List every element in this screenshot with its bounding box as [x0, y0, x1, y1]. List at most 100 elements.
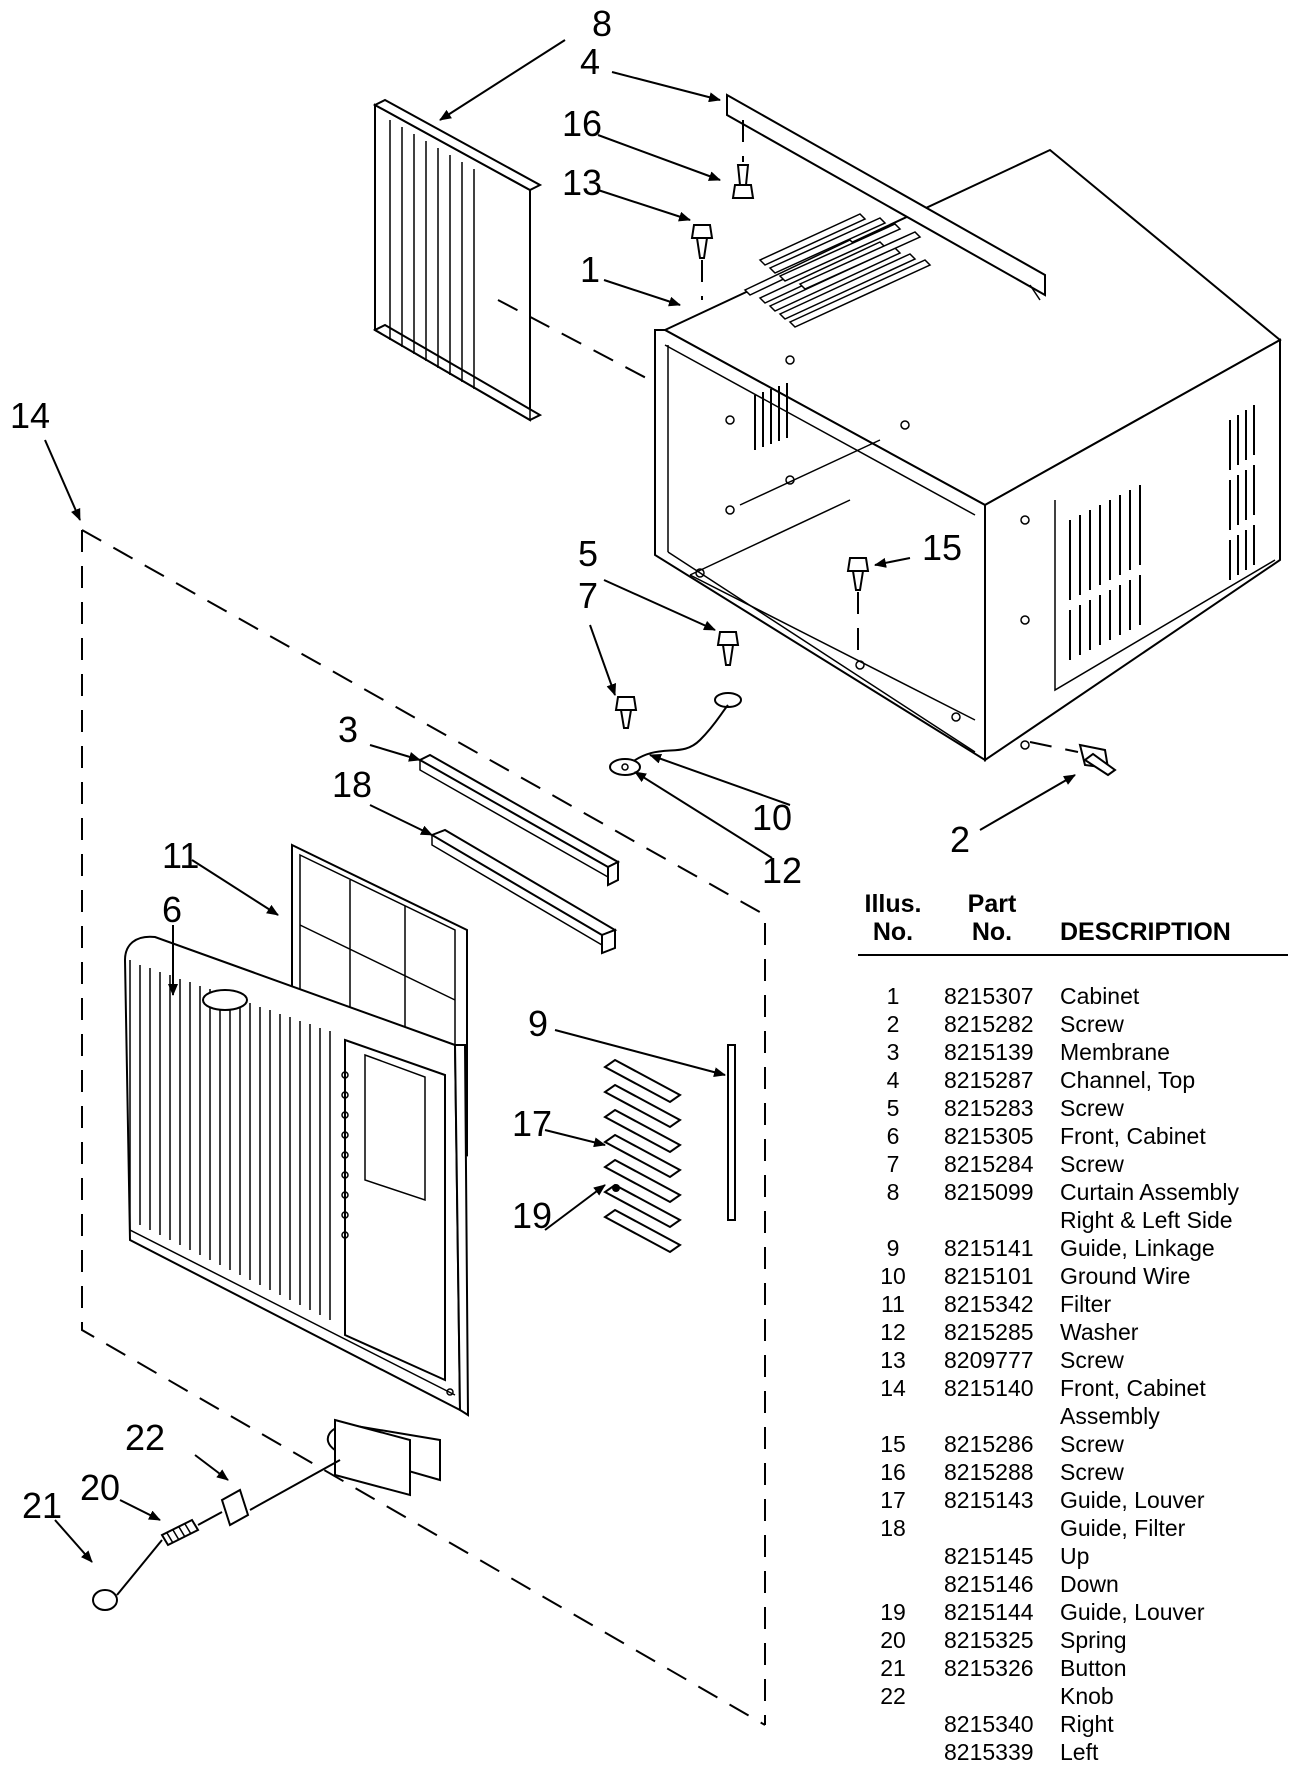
screw-16	[731, 120, 755, 199]
illus-no-cell: 4	[886, 1067, 900, 1093]
description-cell: Button	[1060, 1655, 1127, 1681]
table-row: 3 8215139 Membrane	[858, 1038, 1288, 1066]
parts-table-header: Illus. No. Part No. DESCRIPTION	[858, 890, 1288, 952]
curtain-assembly-part	[372, 98, 543, 422]
description-cell: Down	[1060, 1571, 1119, 1597]
callout-9: 9	[528, 1003, 548, 1044]
front-cabinet-assembly-outline	[81, 529, 766, 1726]
part-no-cell: 8209777	[944, 1347, 1034, 1373]
header-illus-line2: No.	[872, 918, 914, 946]
illus-no-cell: 16	[880, 1459, 906, 1485]
table-row: 8215145 Up	[858, 1542, 1288, 1570]
description-cell: Guide, Louver	[1060, 1599, 1205, 1625]
description-cell: Cabinet	[1060, 983, 1140, 1009]
side-vent-slots	[754, 383, 1276, 692]
part-no-cell: 8215326	[944, 1655, 1034, 1681]
part-no-cell: 8215139	[944, 1039, 1034, 1065]
illus-no-cell: 7	[886, 1151, 900, 1177]
callout-22: 22	[125, 1417, 165, 1458]
callout-13: 13	[562, 162, 602, 203]
callout-6: 6	[162, 889, 182, 930]
screw-13	[690, 224, 714, 300]
callout-21: 21	[22, 1485, 62, 1526]
illus-no-cell: 22	[880, 1683, 906, 1709]
callout-labels: 8 4 16 13 1 14 15 5 7 3 18 10 12 2 11 6 …	[10, 3, 970, 1526]
callout-20: 20	[80, 1467, 120, 1508]
callout-4: 4	[580, 41, 600, 82]
header-rule	[858, 954, 1288, 956]
illus-no-cell: 1	[886, 983, 900, 1009]
table-row: 22 Knob	[858, 1682, 1288, 1710]
callout-1: 1	[580, 249, 600, 290]
illus-no-cell: 14	[880, 1375, 906, 1401]
description-cell: Screw	[1060, 1459, 1124, 1485]
callout-19: 19	[512, 1195, 552, 1236]
front-grille	[139, 965, 331, 1320]
cabinet-part	[654, 148, 1282, 762]
description-cell: Ground Wire	[1060, 1263, 1191, 1289]
description-cell: Guide, Louver	[1060, 1487, 1205, 1513]
illus-no-cell: 18	[880, 1515, 906, 1541]
description-cell: Spring	[1060, 1627, 1127, 1653]
filter-guide-part	[429, 828, 618, 955]
description-cell: Right	[1060, 1711, 1114, 1737]
part-no-cell: 8215145	[944, 1543, 1034, 1569]
table-row: 8215146 Down	[858, 1570, 1288, 1598]
illus-no-cell: 8	[886, 1179, 900, 1205]
part-no-cell: 8215284	[944, 1151, 1034, 1177]
screw-5	[714, 631, 742, 708]
illus-no-cell: 19	[880, 1599, 906, 1625]
callout-2: 2	[950, 819, 970, 860]
leader-lines	[44, 39, 1076, 1563]
screw-2	[1029, 741, 1117, 777]
part-no-cell: 8215339	[944, 1739, 1034, 1765]
part-no-cell: 8215141	[944, 1235, 1034, 1261]
illus-no-cell: 20	[880, 1627, 906, 1653]
top-vent-slots	[743, 213, 932, 328]
illus-no-cell: 17	[880, 1487, 906, 1513]
callout-15: 15	[922, 527, 962, 568]
header-part-line1: Part	[967, 890, 1017, 918]
description-cell: Guide, Filter	[1060, 1515, 1186, 1541]
description-cell: Up	[1060, 1543, 1090, 1569]
screw-7	[614, 696, 638, 729]
table-row: Assembly	[858, 1402, 1288, 1430]
description-cell: Knob	[1060, 1683, 1114, 1709]
part-no-cell: 8215146	[944, 1571, 1034, 1597]
illus-no-cell: 3	[886, 1039, 900, 1065]
description-cell: Membrane	[1060, 1039, 1170, 1065]
exploded-parts-diagram: 8 4 16 13 1 14 15 5 7 3 18 10 12 2 11 6 …	[10, 3, 1282, 1726]
part-no-cell: 8215342	[944, 1291, 1034, 1317]
header-illus-line1: Illus.	[864, 890, 922, 918]
part-no-cell: 8215143	[944, 1487, 1034, 1513]
description-cell: Right & Left Side	[1060, 1207, 1233, 1233]
table-row: 18 Guide, Filter	[858, 1514, 1288, 1542]
description-cell: Filter	[1060, 1291, 1112, 1317]
louver-guides-part	[603, 1058, 682, 1254]
part-no-cell: 8215286	[944, 1431, 1034, 1457]
illus-no-cell: 10	[880, 1263, 906, 1289]
description-cell: Assembly	[1060, 1403, 1160, 1429]
illus-no-cell: 13	[880, 1347, 906, 1373]
callout-10: 10	[752, 797, 792, 838]
callout-16: 16	[562, 103, 602, 144]
header-description: DESCRIPTION	[1060, 918, 1231, 946]
ground-wire-part	[609, 704, 729, 776]
part-no-cell: 8215307	[944, 983, 1034, 1009]
description-cell: Guide, Linkage	[1060, 1235, 1215, 1261]
callout-8: 8	[592, 3, 612, 44]
top-channel-part	[726, 93, 1046, 301]
part-no-cell: 8215283	[944, 1095, 1034, 1121]
description-cell: Left	[1060, 1739, 1099, 1765]
illus-no-cell: 5	[886, 1095, 900, 1121]
